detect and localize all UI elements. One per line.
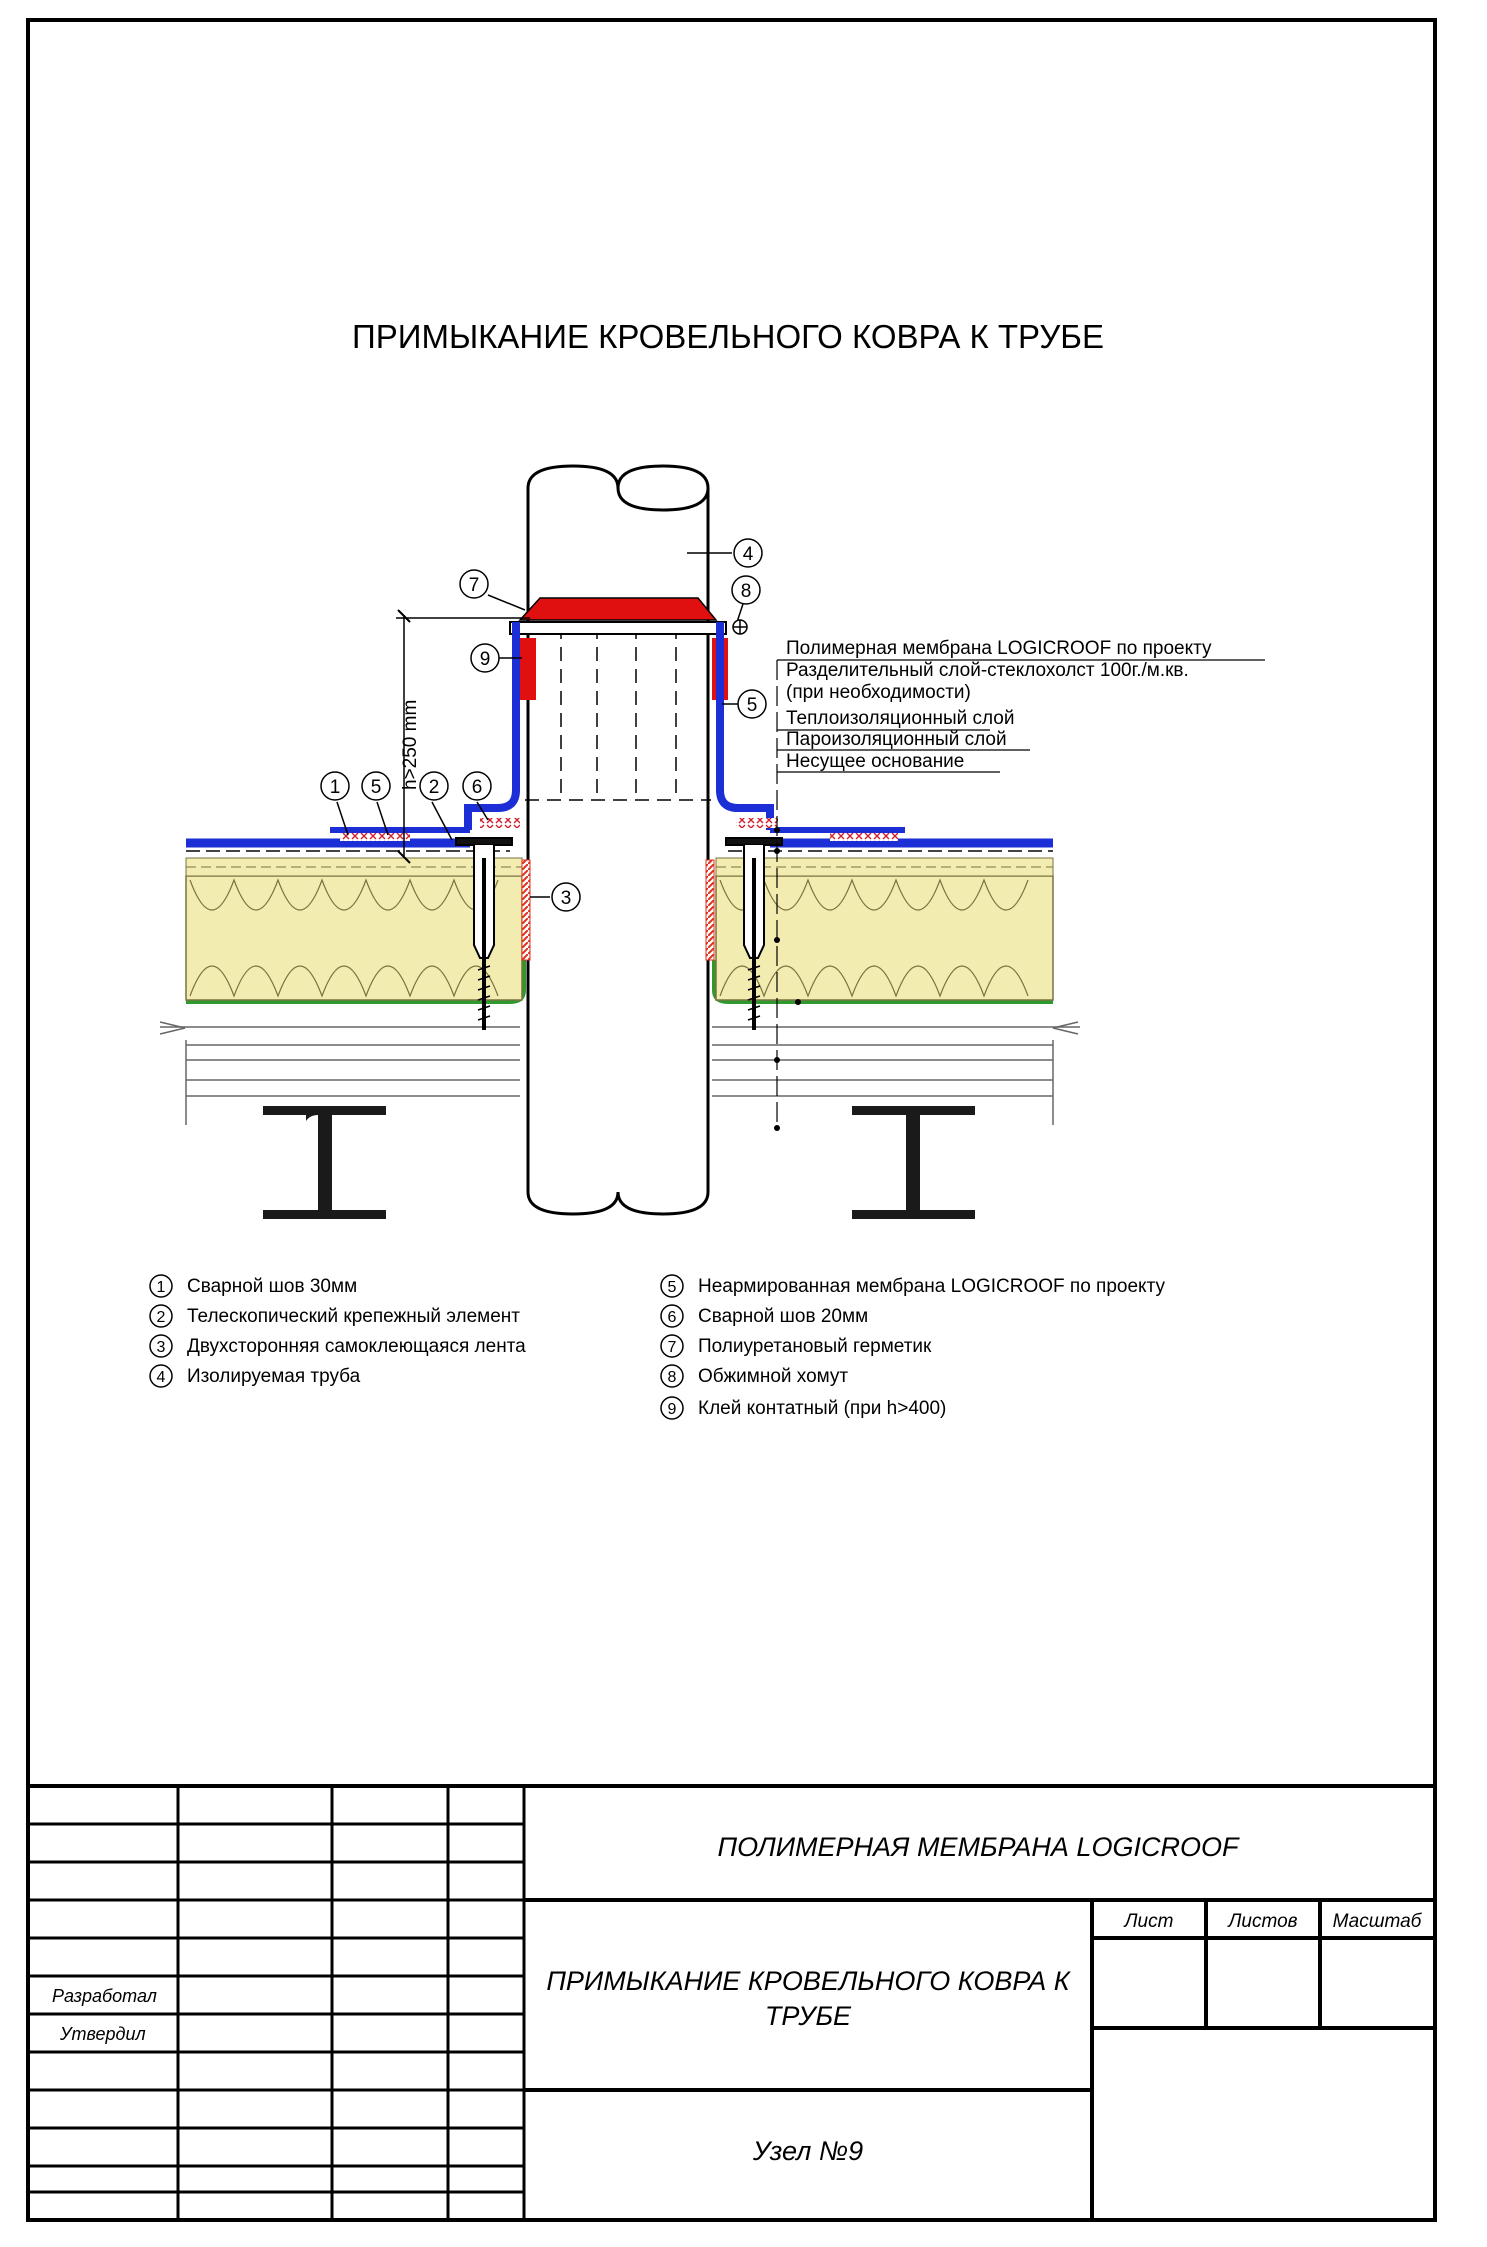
callout-8: 8 <box>731 575 761 629</box>
telescopic-fastener-left <box>455 837 513 1030</box>
carrying-base <box>159 1021 1080 1125</box>
weld-seam-30 <box>340 833 410 841</box>
approved-label: Утвердил <box>59 2024 146 2044</box>
callout-3: 3 <box>530 882 581 912</box>
node-number: Узел №9 <box>752 2136 863 2166</box>
legend-item-7: 7 Полиуретановый герметик <box>660 1334 932 1358</box>
insulation-waves <box>189 878 1029 998</box>
svg-text:Двухсторонняя самоклеющаяся ле: Двухсторонняя самоклеющаяся лента <box>187 1336 526 1357</box>
layer-labels: Полимерная мембрана LOGICROOF по проекту… <box>786 638 1212 772</box>
callout-9: 9 <box>470 643 522 673</box>
title-block-text: ПОЛИМЕРНАЯ МЕМБРАНА LOGICROOF ПРИМЫКАНИЕ… <box>52 1832 1423 2166</box>
svg-text:Полиуретановый герметик: Полиуретановый герметик <box>698 1336 932 1357</box>
svg-text:Сварной шов 20мм: Сварной шов 20мм <box>698 1306 868 1327</box>
svg-text:9: 9 <box>668 1401 677 1418</box>
leader-dots <box>774 827 801 1131</box>
title-block <box>26 1784 1437 2222</box>
svg-text:6: 6 <box>668 1309 677 1326</box>
svg-text:Теплоизоляционный слой: Теплоизоляционный слой <box>786 708 1014 729</box>
svg-text:4: 4 <box>157 1369 166 1386</box>
insulation-right <box>715 857 1054 1001</box>
callout-5: 5 <box>361 771 391 836</box>
developed-label: Разработал <box>52 1986 157 2006</box>
svg-text:Пароизоляционный слой: Пароизоляционный слой <box>786 729 1007 750</box>
scale-label: Масштаб <box>1333 1911 1423 1932</box>
layer-leaders <box>776 659 1265 1128</box>
svg-text:Обжимной хомут: Обжимной хомут <box>698 1366 848 1387</box>
i-beam-left <box>263 1106 386 1219</box>
svg-text:5: 5 <box>668 1279 677 1296</box>
svg-text:Неармированная мембрана LOGICR: Неармированная мембрана LOGICROOF по про… <box>698 1276 1165 1297</box>
svg-text:5: 5 <box>371 777 382 798</box>
svg-text:2: 2 <box>157 1309 166 1326</box>
callout-1: 1 <box>320 771 350 836</box>
svg-text:Телескопический крепежный элем: Телескопический крепежный элемент <box>187 1306 520 1327</box>
svg-text:2: 2 <box>429 777 440 798</box>
legend: 1 Сварной шов 30мм 2 Телескопический крепе… <box>149 1274 1165 1420</box>
svg-text:7: 7 <box>469 575 480 596</box>
svg-text:Разделительный слой-стеклохолс: Разделительный слой-стеклохолст 100г./м.… <box>786 660 1189 681</box>
svg-text:4: 4 <box>743 544 754 565</box>
weld-seam-20 <box>736 818 778 828</box>
svg-text:3: 3 <box>561 888 572 909</box>
svg-text:5: 5 <box>747 695 758 716</box>
legend-item-8: 8 Обжимной хомут <box>660 1364 848 1388</box>
clamp-screw-icon <box>732 619 748 635</box>
drawing-title-2: ТРУБЕ <box>765 2001 852 2031</box>
sheet-label: Лист <box>1123 1911 1174 1932</box>
drawing-title-1: ПРИМЫКАНИЕ КРОВЕЛЬНОГО КОВРА К <box>546 1966 1071 1996</box>
svg-text:6: 6 <box>472 777 483 798</box>
svg-text:Изолируемая труба: Изолируемая труба <box>187 1366 361 1387</box>
weld-seam-30 <box>830 833 898 841</box>
svg-text:(при необходимости): (при необходимости) <box>786 682 971 703</box>
svg-text:Сварной шов 30мм: Сварной шов 30мм <box>187 1276 357 1297</box>
svg-text:Клей контатный (при h>400): Клей контатный (при h>400) <box>698 1398 946 1419</box>
pu-sealant <box>518 597 718 621</box>
legend-item-9: 9 Клей контатный (при h>400) <box>660 1396 946 1420</box>
i-beam-right <box>852 1106 975 1219</box>
callout-4: 4 <box>687 538 763 568</box>
sheets-label: Листов <box>1226 1911 1297 1932</box>
svg-text:9: 9 <box>480 649 491 670</box>
callout-5b: 5 <box>722 689 767 719</box>
dimension-label: h>250 mm <box>400 700 421 790</box>
insulation-left <box>185 857 523 1001</box>
telescopic-fastener-right <box>725 837 783 1030</box>
page-title: ПРИМЫКАНИЕ КРОВЕЛЬНОГО КОВРА К ТРУБЕ <box>352 318 1104 355</box>
callout-2: 2 <box>419 771 453 841</box>
svg-text:7: 7 <box>668 1339 677 1356</box>
svg-text:Несущее основание: Несущее основание <box>786 751 964 772</box>
svg-text:1: 1 <box>157 1279 166 1296</box>
callout-7: 7 <box>459 569 526 611</box>
callout-6: 6 <box>462 771 492 821</box>
roof-junction-diagram: h>250 mm <box>159 464 1265 1219</box>
svg-text:Полимерная мембрана LOGICROOF: Полимерная мембрана LOGICROOF по проекту <box>786 638 1212 659</box>
pipe <box>526 464 710 1216</box>
company-name: ПОЛИМЕРНАЯ МЕМБРАНА LOGICROOF <box>718 1832 1240 1862</box>
pipe-sleeve-membrane <box>464 622 774 830</box>
callout-bubbles: 1 5 2 6 3 7 9 4 8 5 <box>320 538 767 912</box>
dimension-line <box>396 609 530 864</box>
contact-glue <box>520 638 536 700</box>
double-sided-tape <box>521 859 531 961</box>
legend-item-1: 1 Сварной шов 30мм <box>149 1274 357 1298</box>
legend-item-3: 3 Двухсторонняя самоклеющаяся лента <box>149 1334 526 1358</box>
legend-item-4: 4 Изолируемая труба <box>149 1364 361 1388</box>
svg-text:1: 1 <box>330 777 341 798</box>
double-sided-tape <box>705 859 715 961</box>
svg-text:8: 8 <box>741 581 752 602</box>
legend-item-5: 5 Неармированная мембрана LOGICROOF по пр… <box>660 1274 1165 1298</box>
clamp <box>509 621 727 635</box>
legend-item-6: 6 Сварной шов 20мм <box>660 1304 868 1328</box>
weld-seam-20 <box>480 818 520 828</box>
svg-text:8: 8 <box>668 1369 677 1386</box>
svg-text:3: 3 <box>157 1339 166 1356</box>
legend-item-2: 2 Телескопический крепежный элемент <box>149 1304 520 1328</box>
